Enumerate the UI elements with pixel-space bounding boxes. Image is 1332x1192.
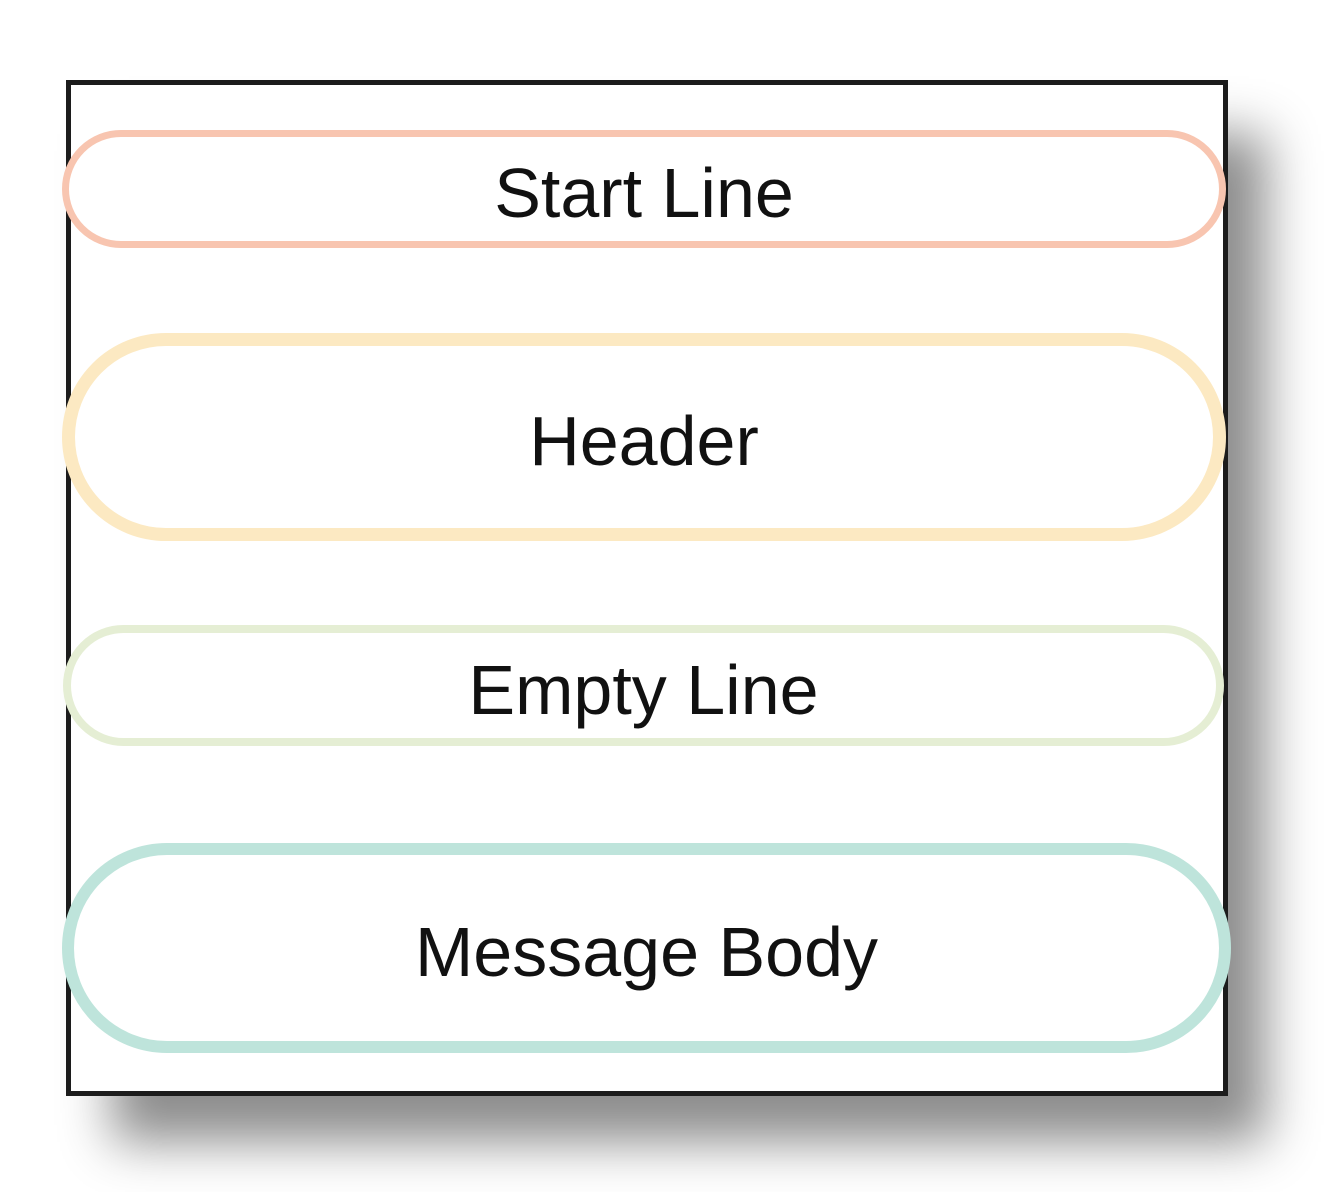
block-message-body-label: Message Body [414,913,879,991]
block-header-label: Header [529,402,759,480]
block-empty-line: Empty Line [63,625,1224,746]
block-message-body: Message Body [62,843,1231,1053]
block-empty-line-label: Empty Line [468,650,819,729]
block-start-line-label: Start Line [494,154,794,232]
block-header: Header [62,333,1226,541]
block-start-line: Start Line [62,130,1226,248]
